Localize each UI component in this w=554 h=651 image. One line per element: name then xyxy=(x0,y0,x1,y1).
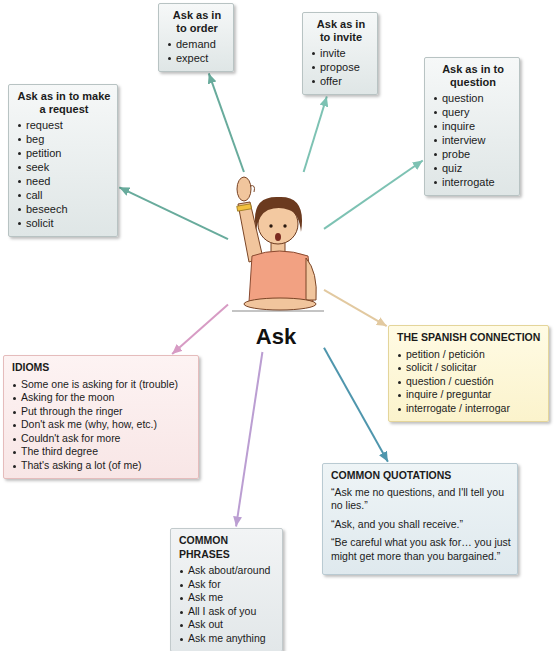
list-item: All I ask of you xyxy=(179,605,276,619)
list-item: probe xyxy=(433,147,513,161)
box-heading: Ask as in to order xyxy=(167,9,227,35)
list-item: propose xyxy=(311,60,371,74)
list-item: request xyxy=(17,118,111,132)
list-item: quiz xyxy=(433,161,513,175)
list-item: Ask me xyxy=(179,591,276,605)
child-thumb xyxy=(250,186,255,192)
hub-node: Ask xyxy=(228,172,324,352)
child-shirt xyxy=(249,251,313,302)
list-item: inquire xyxy=(433,119,513,133)
box-heading: COMMON PHRASES xyxy=(179,534,276,561)
list-item: inquire / preguntar xyxy=(397,388,542,402)
list-item: Ask out xyxy=(179,618,276,632)
hub-label: Ask xyxy=(256,325,296,349)
list-item: Don't ask me (why, how, etc.) xyxy=(12,418,192,432)
list-item: Ask for xyxy=(179,578,276,592)
list-item: interview xyxy=(433,133,513,147)
list-item: demand xyxy=(167,37,227,51)
list-item: beg xyxy=(17,132,111,146)
list-item: Ask about/around xyxy=(179,564,276,578)
list-item: petition xyxy=(17,146,111,160)
connector-arrow xyxy=(324,290,387,326)
list-item: solicit / solicitar xyxy=(397,361,542,375)
quotation-text: “Ask me no questions, and I'll tell you … xyxy=(331,486,511,513)
request-box: Ask as in to invite inviteproposeoffer xyxy=(302,12,378,95)
list-item: question / cuestión xyxy=(397,375,542,389)
child-wristband xyxy=(237,204,252,211)
list-item: call xyxy=(17,188,111,202)
idioms-box: IDIOMS Some one is asking for it (trouble… xyxy=(3,355,199,479)
box-heading: THE SPANISH CONNECTION xyxy=(397,331,542,345)
list-item: interrogate / interrogar xyxy=(397,402,542,416)
quotation-text: “Ask, and you shall receive.” xyxy=(331,518,511,532)
list-item: interrogate xyxy=(433,175,513,189)
box-heading: Ask as in to make a request xyxy=(17,90,111,116)
connector-arrow xyxy=(209,73,244,172)
list-item: Ask me anything xyxy=(179,632,276,646)
child-forearms xyxy=(244,298,316,310)
child-hand xyxy=(237,177,251,201)
list-item: The third degree xyxy=(12,445,192,459)
list-item: beseech xyxy=(17,202,111,216)
child-eye xyxy=(269,224,272,227)
connector-arrow xyxy=(236,352,262,527)
quotations-box: COMMON QUOTATIONS “Ask me no questions, a… xyxy=(322,463,518,575)
phrases-box: COMMON PHRASESAsk about/aroundAsk forAsk… xyxy=(170,528,283,651)
spanish-box: THE SPANISH CONNECTION petition / petició… xyxy=(388,325,549,422)
connector-arrow xyxy=(304,96,327,172)
child-arm xyxy=(306,258,316,300)
desk-line xyxy=(232,310,324,311)
list-item: question xyxy=(433,91,513,105)
connector-arrow xyxy=(119,187,228,239)
list-item: offer xyxy=(311,74,371,88)
request-box: Ask as in to make a request requestbegpet… xyxy=(8,84,118,237)
quotation-text: “Be careful what you ask for… you just m… xyxy=(331,536,511,563)
child-mouth xyxy=(275,233,281,241)
child-eye xyxy=(283,224,286,227)
list-item: That's asking a lot (of me) xyxy=(12,459,192,473)
list-item: invite xyxy=(311,46,371,60)
request-box: Ask as in to question questionqueryinquir… xyxy=(424,57,520,196)
connector-arrow xyxy=(324,161,423,229)
list-item: Couldn't ask for more xyxy=(12,432,192,446)
list-item: solicit xyxy=(17,216,111,230)
list-item: Put through the ringer xyxy=(12,405,192,419)
list-item: Asking for the moon xyxy=(12,391,192,405)
connector-arrow xyxy=(172,305,228,354)
box-heading: COMMON QUOTATIONS xyxy=(331,469,511,483)
connector-arrow xyxy=(324,348,388,462)
box-heading: Ask as in to invite xyxy=(311,18,371,44)
request-box: Ask as in to order demandexpect xyxy=(158,3,234,72)
list-item: seek xyxy=(17,160,111,174)
list-item: Some one is asking for it (trouble) xyxy=(12,378,192,392)
list-item: expect xyxy=(167,51,227,65)
box-heading: Ask as in to question xyxy=(433,63,513,89)
list-item: petition / petición xyxy=(397,348,542,362)
list-item: need xyxy=(17,174,111,188)
box-heading: IDIOMS xyxy=(12,361,192,375)
child-hair xyxy=(255,197,302,232)
list-item: query xyxy=(433,105,513,119)
